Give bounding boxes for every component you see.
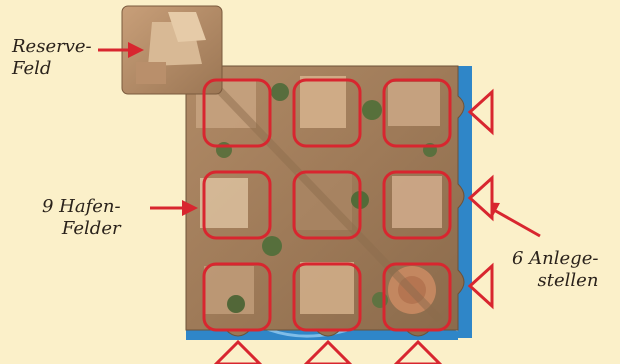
docking-points-label: 6 Anlege- stellen	[512, 248, 598, 292]
docking-triangle	[396, 342, 440, 364]
reserve-label-line2: Feld	[12, 58, 92, 80]
hafen-label-line2: Felder	[42, 218, 121, 240]
anlege-label-line2: stellen	[512, 270, 598, 292]
docking-triangle	[216, 342, 260, 364]
docking-triangle	[470, 92, 492, 132]
reserve-label-line1: Reserve-	[12, 36, 92, 58]
docking-triangle	[470, 178, 492, 218]
docking-triangle	[470, 266, 492, 306]
docking-triangle	[306, 342, 350, 364]
reserve-field-label: Reserve- Feld	[12, 36, 92, 80]
hafen-label-line1: 9 Hafen-	[42, 196, 121, 218]
harbor-fields-label: 9 Hafen- Felder	[42, 196, 121, 240]
city-texture	[196, 70, 442, 320]
anlege-label-line1: 6 Anlege-	[512, 248, 598, 270]
